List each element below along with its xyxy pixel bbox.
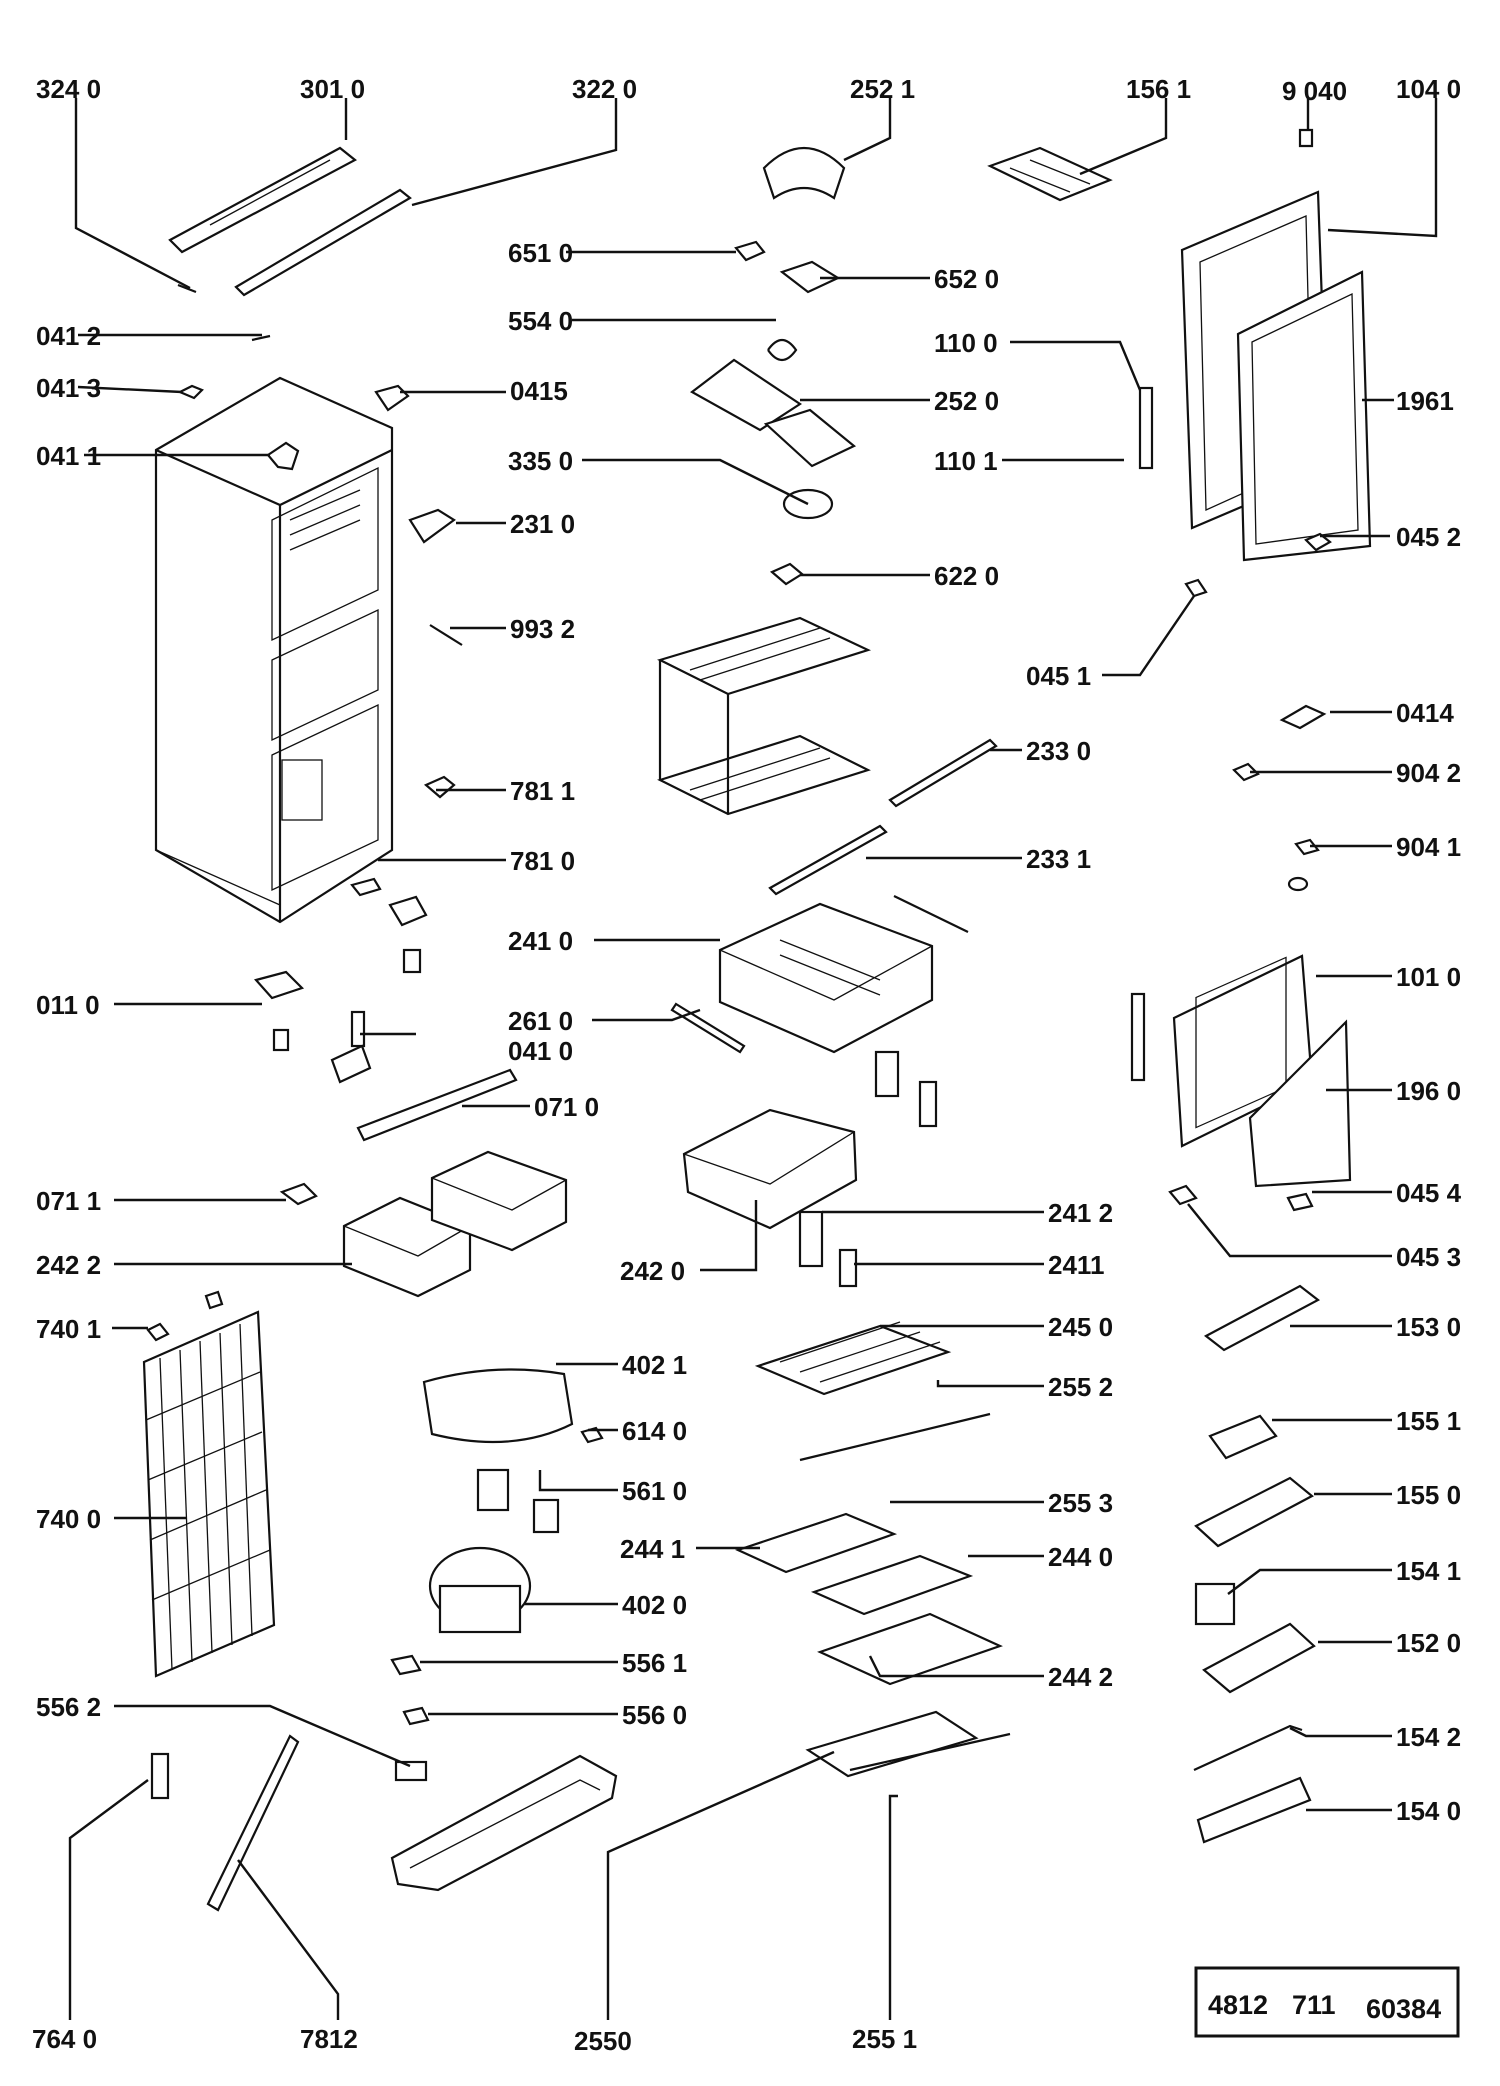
- label-154-2: 154 2: [1396, 1722, 1461, 1752]
- hinge-parts: [253, 384, 518, 1206]
- label-244-2: 244 2: [1048, 1662, 1113, 1692]
- top-rail-part: [168, 146, 412, 297]
- drawer-242-part: [682, 1050, 938, 1288]
- label-556-2: 556 2: [36, 1692, 101, 1722]
- label-045-2: 045 2: [1396, 522, 1461, 552]
- bottom-left-parts: [150, 1734, 618, 1912]
- label-244-0: 244 0: [1048, 1542, 1113, 1572]
- glass-shelves-part: [735, 1321, 1011, 1778]
- label-231-0: 231 0: [510, 509, 575, 539]
- label-322-0: 322 0: [572, 74, 637, 104]
- label-241-0: 241 0: [508, 926, 573, 956]
- label-554-0: 554 0: [508, 306, 573, 336]
- crisper-drawers-left: [342, 1150, 568, 1298]
- label-904-2: 904 2: [1396, 758, 1461, 788]
- label-255-2: 255 2: [1048, 1372, 1113, 1402]
- label-561-0: 561 0: [622, 1476, 687, 1506]
- label-011-0: 011 0: [36, 990, 100, 1020]
- label-402-0: 402 0: [622, 1590, 687, 1620]
- label-045-4: 045 4: [1396, 1178, 1462, 1208]
- doc-number-part-3: 60384: [1366, 1994, 1441, 2024]
- label-556-0: 556 0: [622, 1700, 687, 1730]
- label-153-0: 153 0: [1396, 1312, 1461, 1342]
- label-9040: 9 040: [1282, 76, 1347, 106]
- label-233-1: 233 1: [1026, 844, 1091, 874]
- door-shelves-part: [1193, 1284, 1321, 1844]
- label-622-0: 622 0: [934, 561, 999, 591]
- label-324-0: 324 0: [36, 74, 101, 104]
- label-242-0: 242 0: [620, 1256, 685, 1286]
- label-255-1: 255 1: [852, 2024, 917, 2054]
- label-764-0: 764 0: [32, 2024, 97, 2054]
- label-781-1: 781 1: [510, 776, 575, 806]
- crisper-cover-part: [1130, 954, 1352, 1188]
- label-154-1: 154 1: [1396, 1556, 1461, 1586]
- freezer-door-part: [1138, 128, 1372, 598]
- cabinet-part: [154, 376, 394, 924]
- label-2550: 2550: [574, 2026, 632, 2056]
- label-301-0: 301 0: [300, 74, 365, 104]
- label-255-3: 255 3: [1048, 1488, 1113, 1518]
- label-740-1: 740 1: [36, 1314, 101, 1344]
- label-110-1: 110 1: [934, 446, 998, 476]
- label-041-3: 041 3: [36, 373, 101, 403]
- top-center-parts: [689, 146, 1113, 586]
- label-1961: 1961: [1396, 386, 1454, 416]
- label-045-3: 045 3: [1396, 1242, 1461, 1272]
- label-152-0: 152 0: [1396, 1628, 1461, 1658]
- label-101-0: 101 0: [1396, 962, 1461, 992]
- label-041-0: 041 0: [508, 1036, 573, 1066]
- label-614-0: 614 0: [622, 1416, 687, 1446]
- doc-number-part-2: 711: [1292, 1990, 1336, 2020]
- label-781-0: 781 0: [510, 846, 575, 876]
- label-245-0: 245 0: [1048, 1312, 1113, 1342]
- label-071-1: 071 1: [36, 1186, 101, 1216]
- part-labels: 324 0 301 0 322 0 252 1 156 1 9 040 104 …: [32, 74, 1462, 2056]
- part-drawings: [142, 128, 1372, 1912]
- label-2411: 2411: [1048, 1250, 1104, 1280]
- label-556-1: 556 1: [622, 1648, 687, 1678]
- doc-number-part-1: 4812: [1208, 1990, 1268, 2020]
- label-0415: 0415: [510, 376, 568, 406]
- label-402-1: 402 1: [622, 1350, 687, 1380]
- drawer-241-part: [670, 902, 934, 1054]
- label-652-0: 652 0: [934, 264, 999, 294]
- document-number-box: 4812 711 60384: [1194, 1966, 1460, 2038]
- condenser-part: [142, 1290, 276, 1678]
- label-045-1: 045 1: [1026, 661, 1091, 691]
- label-0414: 0414: [1396, 698, 1454, 728]
- door-fittings-part: [1168, 704, 1327, 1212]
- label-155-1: 155 1: [1396, 1406, 1461, 1436]
- label-261-0: 261 0: [508, 1006, 573, 1036]
- label-7812: 7812: [300, 2024, 358, 2054]
- label-651-0: 651 0: [508, 238, 573, 268]
- label-252-0: 252 0: [934, 386, 999, 416]
- label-244-1: 244 1: [620, 1534, 685, 1564]
- label-154-0: 154 0: [1396, 1796, 1461, 1826]
- label-740-0: 740 0: [36, 1504, 101, 1534]
- label-155-0: 155 0: [1396, 1480, 1461, 1510]
- label-335-0: 335 0: [508, 446, 573, 476]
- freezer-shelves-part: [657, 616, 998, 933]
- label-993-2: 993 2: [510, 614, 575, 644]
- label-110-0: 110 0: [934, 328, 998, 358]
- compressor-part: [390, 1368, 604, 1726]
- label-041-1: 041 1: [36, 441, 101, 471]
- small-screw-part: [177, 283, 271, 400]
- label-104-0: 104 0: [1396, 74, 1461, 104]
- label-904-1: 904 1: [1396, 832, 1461, 862]
- label-041-2: 041 2: [36, 321, 101, 351]
- label-233-0: 233 0: [1026, 736, 1091, 766]
- label-071-0: 071 0: [534, 1092, 599, 1122]
- label-252-1: 252 1: [850, 74, 915, 104]
- label-156-1: 156 1: [1126, 74, 1191, 104]
- label-196-0: 196 0: [1396, 1076, 1461, 1106]
- label-242-2: 242 2: [36, 1250, 101, 1280]
- leader-lines: [68, 98, 1438, 2020]
- label-241-2: 241 2: [1048, 1198, 1113, 1228]
